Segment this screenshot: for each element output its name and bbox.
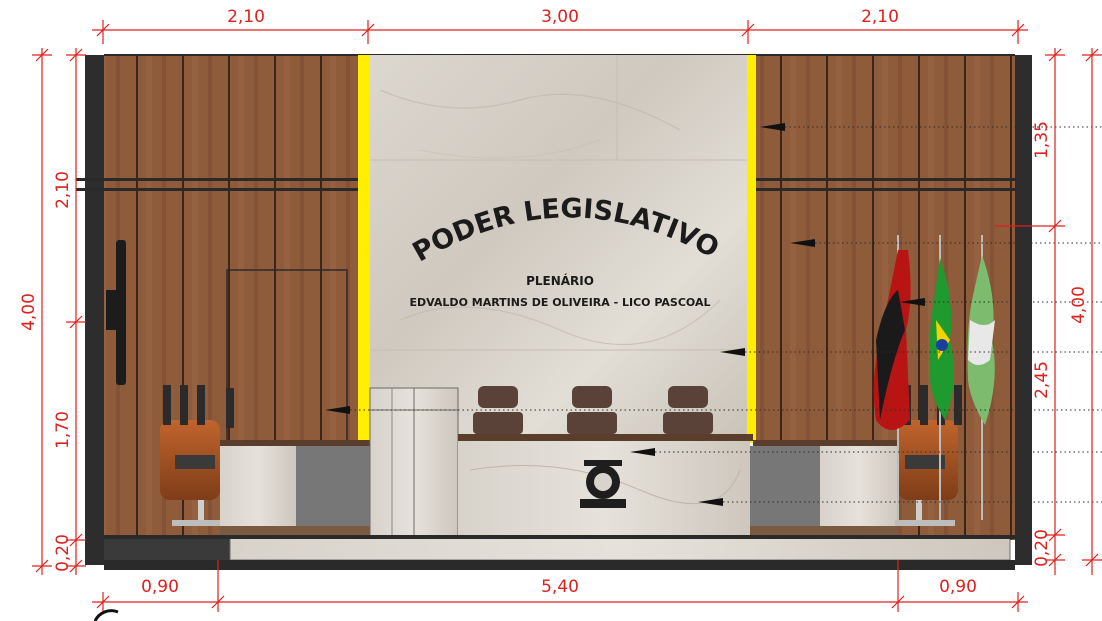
dim-right-total: 4,00 [1069,286,1089,324]
right-desk-front [820,446,898,526]
dim-right-base: 0,20 [1032,529,1052,567]
marble-panel [370,55,747,440]
dim-bottom-left: 0,90 [141,577,179,597]
dim-right-lower: 2,45 [1032,361,1052,399]
dimension-lines [32,20,1102,612]
dim-bottom-right: 0,90 [939,577,977,597]
panel-dedication: EDVALDO MARTINS DE OLIVEIRA - LICO PASCO… [410,296,711,309]
dim-top-left: 2,10 [227,7,265,27]
dim-bottom-center: 5,40 [541,577,579,597]
wall-tv [116,240,126,385]
dim-left-base: 0,20 [53,534,73,572]
left-desk-front [220,446,296,526]
platform-step [104,538,230,560]
panel-subtitle: PLENÁRIO [526,273,594,288]
yellow-pillar-right [747,55,756,443]
leader-arrows [350,126,1102,503]
dim-left-total: 4,00 [19,293,39,331]
left-wall-frame [85,55,104,565]
floor-slab [104,560,1015,570]
right-wall-frame [1015,55,1032,565]
center-desk-top [458,434,753,441]
dim-left-upper: 2,10 [53,171,73,209]
flags [873,235,995,520]
dim-top-center: 3,00 [541,7,579,27]
left-chairs [160,385,234,526]
left-desk-top [220,440,370,446]
dim-top-right: 2,10 [861,7,899,27]
municipal-emblem [580,460,626,508]
right-desk-top [753,440,898,446]
dim-right-upper: 1,35 [1032,121,1052,159]
platform [229,537,1011,561]
center-chairs [473,386,713,434]
yellow-pillar-left [358,55,370,443]
dim-left-lower: 1,70 [53,411,73,449]
